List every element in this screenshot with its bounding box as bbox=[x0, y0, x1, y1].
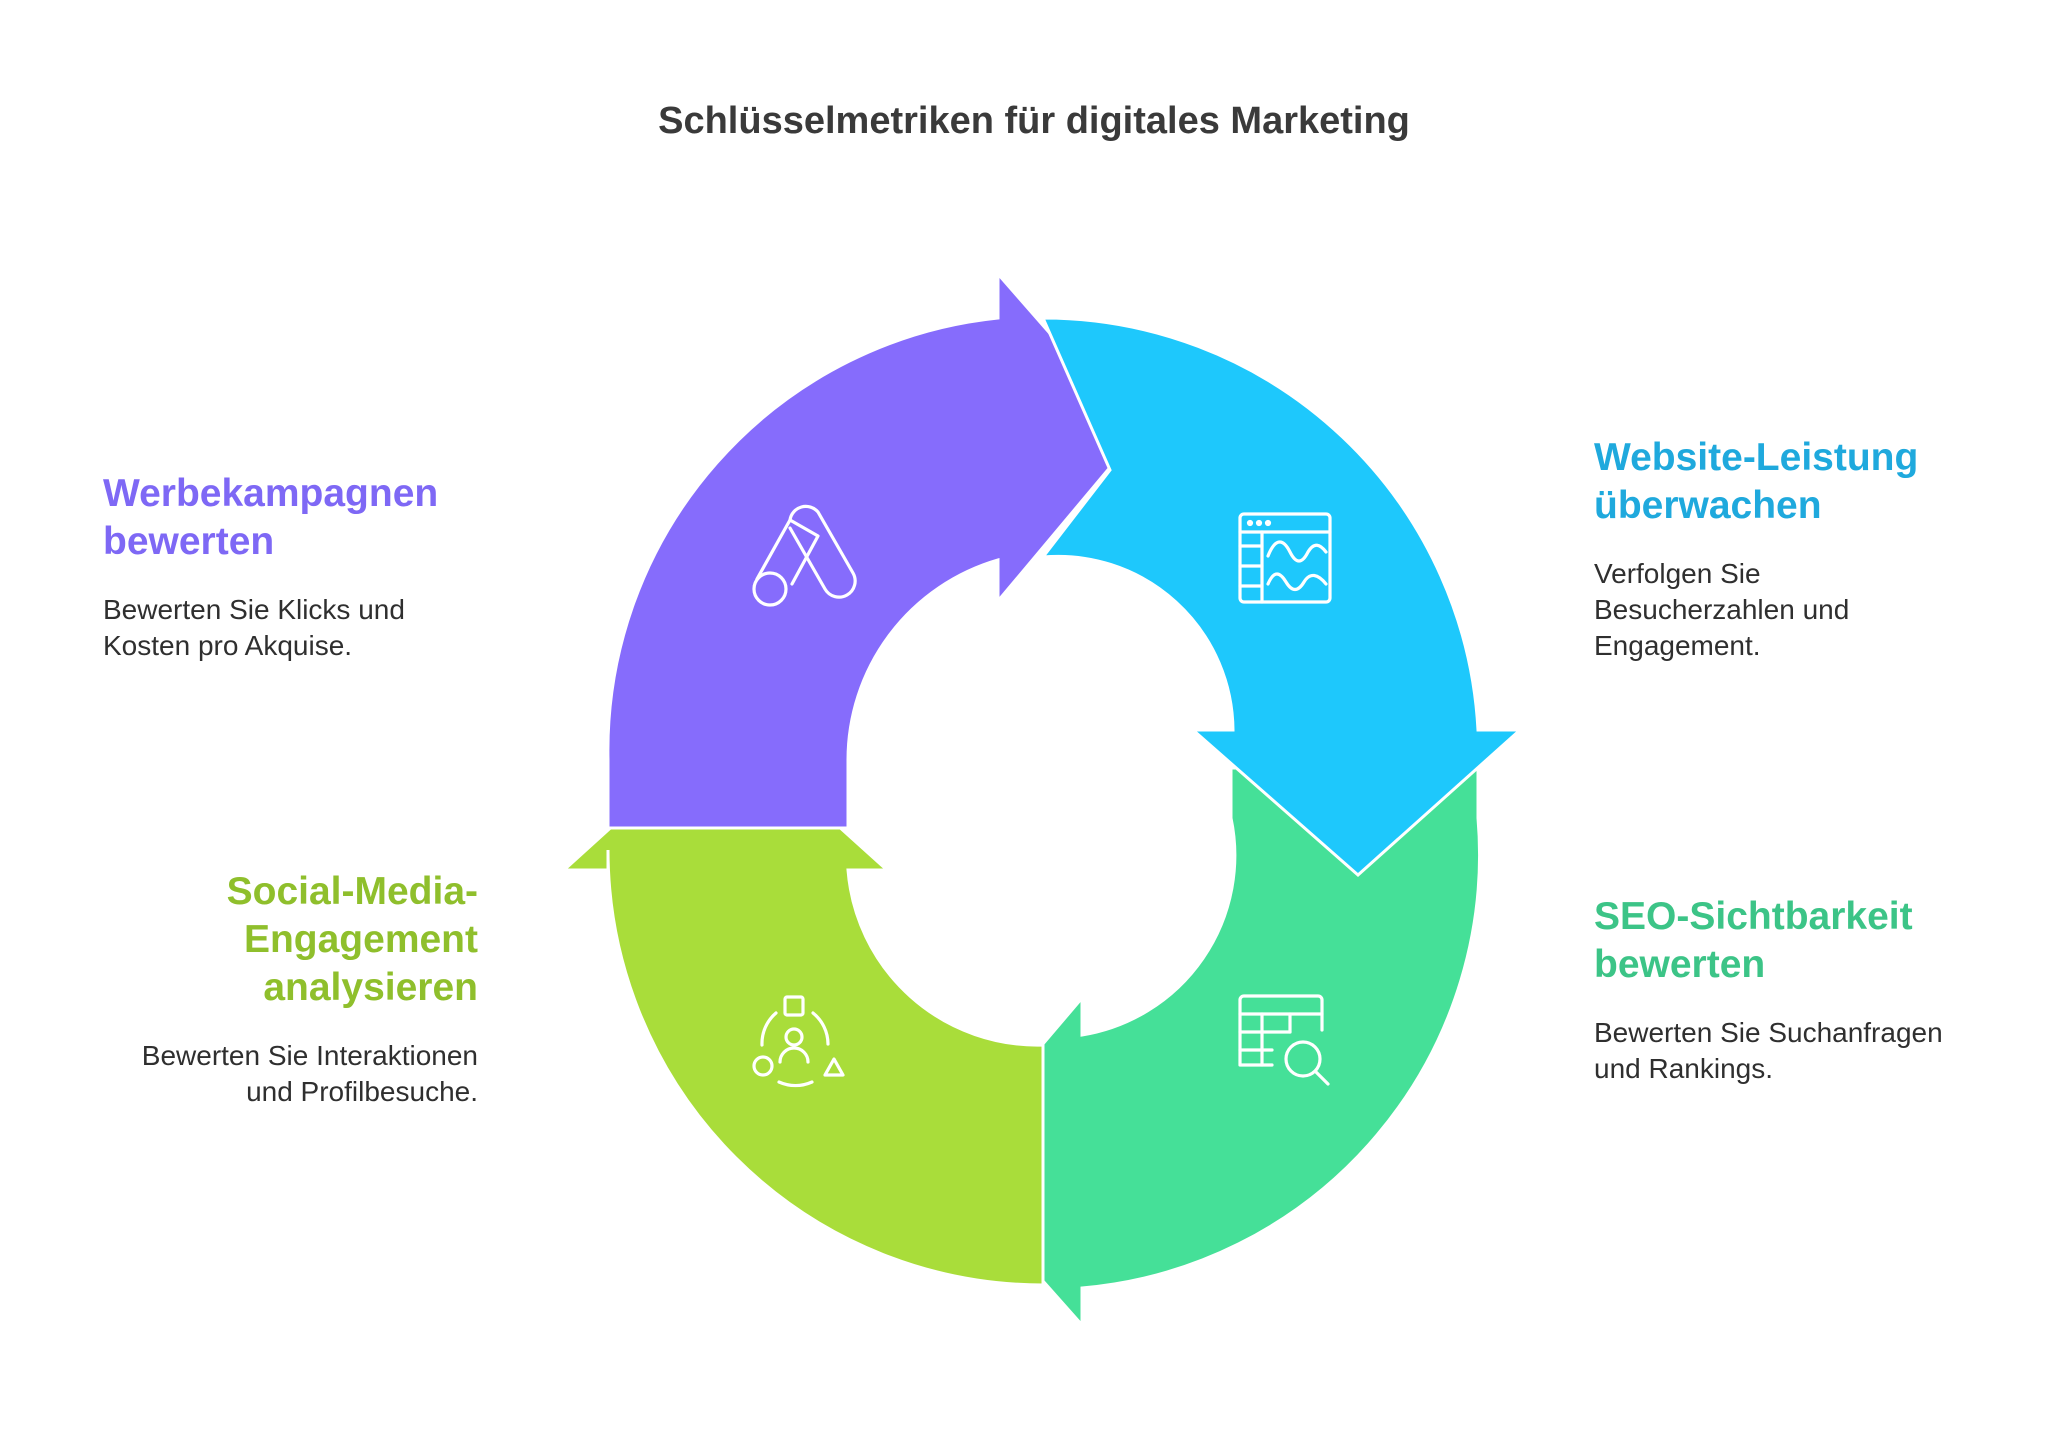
step-seo-description: Bewerten Sie Suchanfragen und Rankings. bbox=[1594, 1017, 1943, 1084]
step-seo: SEO-Sichtbarkeit bewerten Bewerten Sie S… bbox=[1594, 893, 2054, 1087]
step-seo-title: SEO-Sichtbarkeit bewerten bbox=[1594, 895, 1913, 986]
seo-arrow bbox=[938, 766, 1482, 1329]
website-analytics-icon bbox=[1238, 512, 1332, 604]
social-network-icon bbox=[752, 995, 845, 1088]
step-ads: Werbekampagnen bewerten Bewerten Sie Kli… bbox=[103, 470, 563, 664]
step-ads-description: Bewerten Sie Klicks und Kosten pro Akqui… bbox=[103, 594, 405, 661]
step-web: Website-Leistung überwachen Verfolgen Si… bbox=[1594, 434, 2054, 664]
google-ads-icon bbox=[752, 504, 857, 607]
table-search-icon bbox=[1238, 994, 1330, 1086]
step-web-title: Website-Leistung überwachen bbox=[1594, 436, 1919, 527]
web-arrow bbox=[1039, 316, 1524, 878]
step-social: Social-Media- Engagement analysieren Bew… bbox=[18, 868, 478, 1110]
step-web-description: Verfolgen Sie Besucherzahlen und Engagem… bbox=[1594, 558, 1850, 661]
diagram-title: Schlüsselmetriken für digitales Marketin… bbox=[658, 100, 1410, 142]
step-social-description: Bewerten Sie Interaktionen und Profilbes… bbox=[141, 1040, 478, 1107]
step-ads-title: Werbekampagnen bewerten bbox=[103, 472, 439, 563]
ads-arrow bbox=[606, 270, 1140, 830]
step-social-title: Social-Media- Engagement analysieren bbox=[226, 870, 478, 1009]
